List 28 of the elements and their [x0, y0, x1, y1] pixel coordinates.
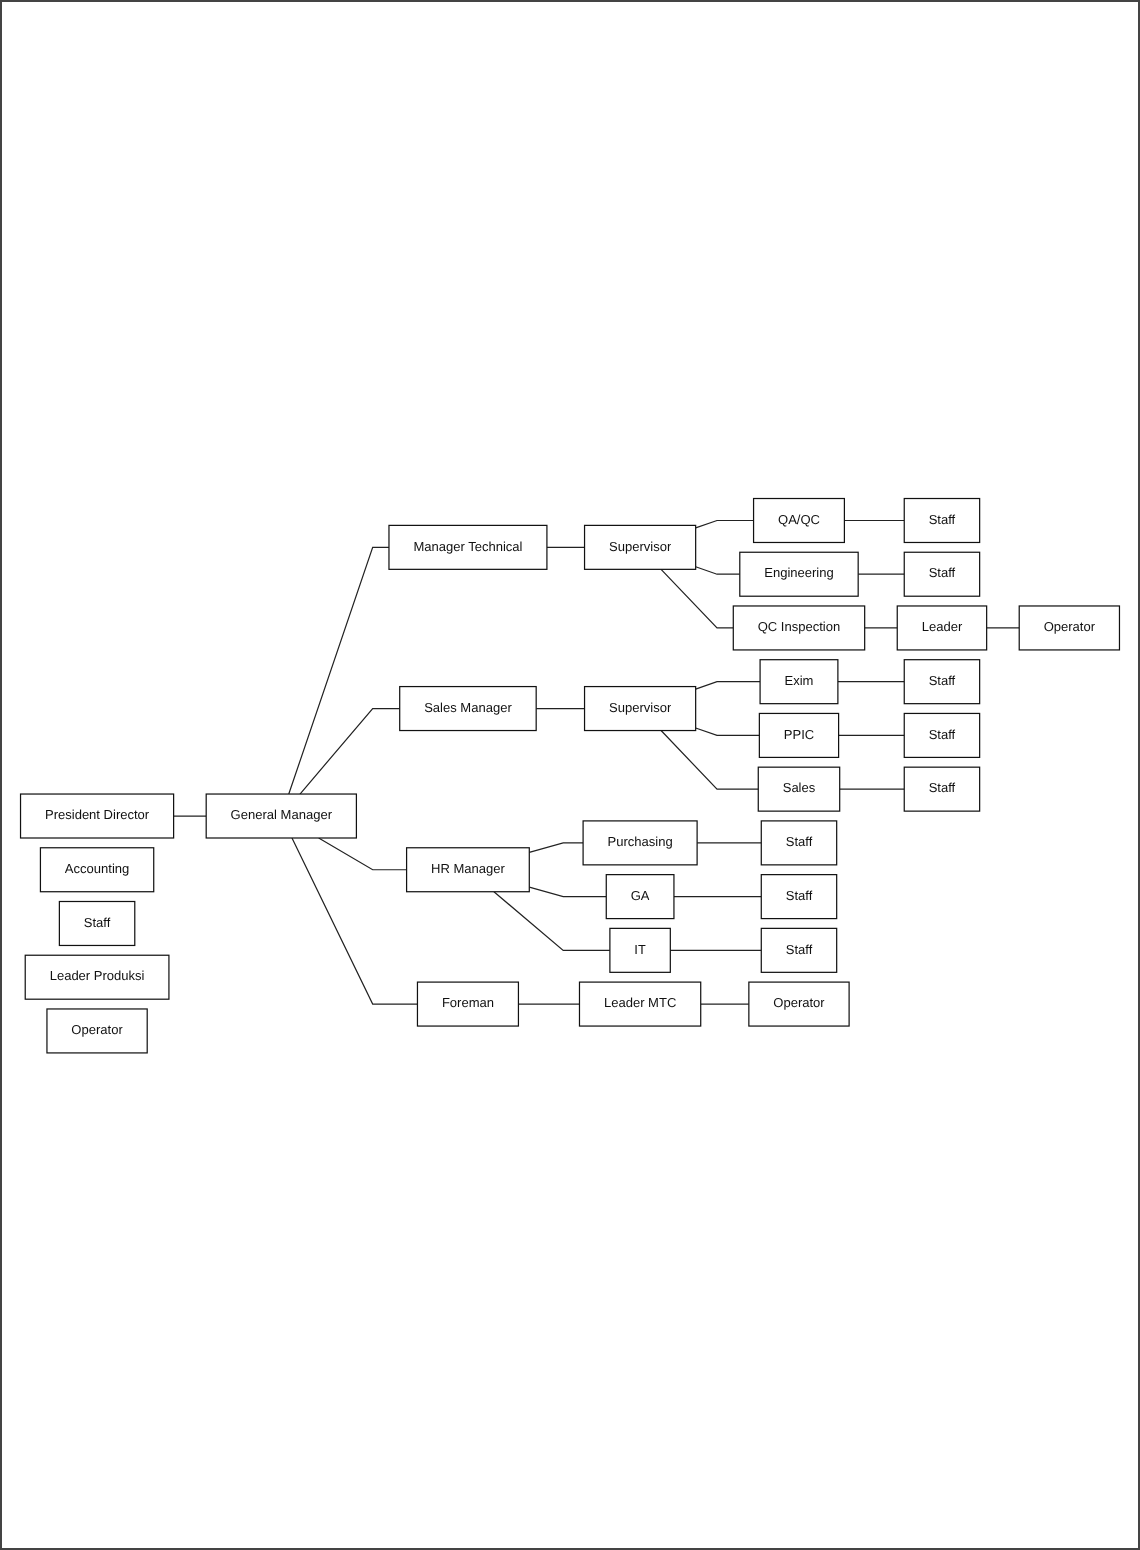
connector: [695, 680, 761, 690]
connector: [839, 787, 905, 790]
connector: [838, 734, 905, 736]
connector: [986, 626, 1020, 628]
connector: [837, 680, 905, 682]
connector: [695, 726, 760, 736]
connector: [528, 841, 584, 853]
connector: [660, 568, 734, 628]
connector: [669, 949, 762, 951]
connector: [318, 836, 408, 870]
connector: [528, 885, 607, 897]
connector: [696, 841, 762, 843]
connector: [173, 814, 207, 816]
connector: [673, 895, 762, 897]
connector: [493, 890, 611, 951]
connector: [299, 707, 401, 794]
connector: [864, 626, 898, 628]
connector: [517, 1002, 581, 1004]
connector: [857, 572, 905, 575]
connector: [291, 836, 419, 1004]
connector: [695, 565, 741, 575]
connector: [660, 729, 759, 790]
connector: [843, 519, 905, 521]
connector: [546, 546, 586, 548]
connector: [695, 519, 755, 528]
connector: [700, 1002, 750, 1004]
connector: [288, 546, 390, 794]
connector: [535, 707, 586, 709]
